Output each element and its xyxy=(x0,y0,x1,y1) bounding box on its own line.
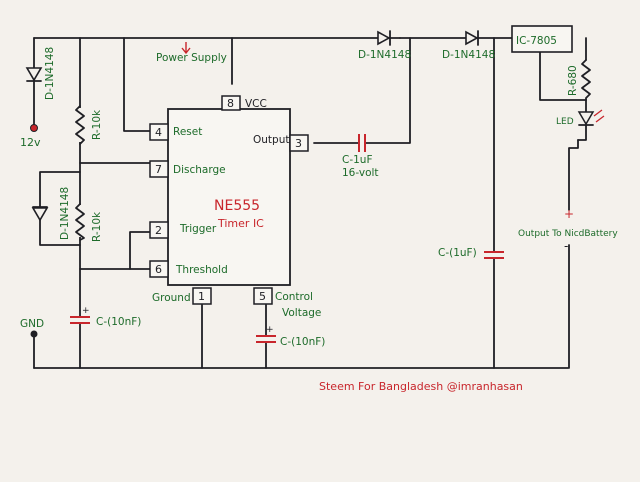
cap-out-label: C-(1uF) xyxy=(438,247,477,259)
cap-out-icon xyxy=(484,251,504,259)
cap-control-plus: + xyxy=(266,325,274,335)
output-label: Output xyxy=(253,134,289,146)
diode-mid-icon xyxy=(31,207,49,222)
led-output-wire xyxy=(568,139,579,211)
ne555-ic: NE555 Timer IC xyxy=(167,108,291,286)
led-icon xyxy=(577,111,595,126)
regulator-body xyxy=(511,25,573,53)
reset-wire xyxy=(123,37,151,132)
pin-6-number: 6 xyxy=(155,263,162,276)
ic-subtitle: Timer IC xyxy=(217,217,264,230)
cap-control: + C-(10nF) xyxy=(256,325,325,348)
pin-1: 1 Ground xyxy=(152,287,212,305)
regulator: IC-7805 xyxy=(511,25,573,53)
resistor-mid: R-10k xyxy=(75,203,103,242)
output-wire xyxy=(313,37,411,144)
ic-name: NE555 xyxy=(214,198,260,214)
diode-top-2-icon xyxy=(465,30,479,46)
pin-6: 6 Threshold xyxy=(149,260,228,278)
reset-label: Reset xyxy=(173,126,202,138)
resistor-led-icon xyxy=(581,59,591,101)
power-arrow-icon xyxy=(181,42,191,55)
pin-2-number: 2 xyxy=(155,224,162,237)
pin-2: 2 Trigger xyxy=(149,221,217,239)
ic-body xyxy=(167,108,291,286)
control-label: Control xyxy=(275,291,313,303)
output-plus-label: + xyxy=(564,207,574,221)
cap-timing: + C-(10nF) xyxy=(70,306,141,328)
output-note-label: Output To NicdBattery xyxy=(518,229,618,239)
diode-top-2-label: D-1N4148 xyxy=(442,49,495,61)
diode-left-label: D-1N4148 xyxy=(44,47,56,100)
discharge-label: Discharge xyxy=(173,164,226,176)
gnd-terminal-icon xyxy=(30,330,38,338)
cap-pump-label: C-1uF xyxy=(342,154,373,166)
diode-top-1-icon xyxy=(377,30,391,46)
cap-timing-label: C-(10nF) xyxy=(96,316,141,328)
resistor-led-label: R-680 xyxy=(567,65,579,96)
resistor-top-icon xyxy=(75,105,85,145)
vcc-label: VCC xyxy=(245,98,267,110)
ground-label: Ground xyxy=(152,292,191,304)
pin-1-number: 1 xyxy=(198,290,205,303)
led: LED xyxy=(556,99,605,141)
output-minus-label: - xyxy=(564,239,568,253)
cap-control-label: C-(10nF) xyxy=(280,336,325,348)
gnd-terminal: GND xyxy=(20,318,44,338)
diode-top-1-label: D-1N4148 xyxy=(358,49,411,61)
regulator-led-wire xyxy=(539,51,587,101)
pin-4: 4 Reset xyxy=(149,123,202,141)
pin-7: 7 Discharge xyxy=(149,160,226,178)
diode-left-icon xyxy=(25,67,43,82)
pin-4-number: 4 xyxy=(155,126,162,139)
pin-5: 5 Control Voltage xyxy=(253,287,321,319)
diode-top-1: D-1N4148 xyxy=(358,30,411,61)
cap-out: C-(1uF) xyxy=(438,247,504,259)
pin-3: 3 Output xyxy=(253,134,309,152)
regulator-label: IC-7805 xyxy=(516,35,557,47)
cap-control-icon xyxy=(256,335,276,343)
gnd-label: GND xyxy=(20,318,44,330)
credit-text: Steem For Bangladesh @imranhasan xyxy=(319,380,523,393)
resistor-top: R-10k xyxy=(75,105,103,145)
cap-timing-plus: + xyxy=(82,306,90,316)
cap-pump: C-1uF 16-volt xyxy=(342,134,379,179)
pin-8: 8 VCC xyxy=(221,95,267,111)
resistor-led: R-680 xyxy=(567,59,591,101)
led-label: LED xyxy=(556,117,574,127)
led-light-icon xyxy=(593,109,605,123)
supply-12v-label: 12v xyxy=(20,136,41,149)
cap-pump-voltage-label: 16-volt xyxy=(342,167,379,179)
pin-5-number: 5 xyxy=(259,290,266,303)
battery-output: + - Output To NicdBattery xyxy=(518,207,618,253)
pin-8-number: 8 xyxy=(227,97,234,110)
resistor-top-label: R-10k xyxy=(91,109,103,140)
resistor-mid-icon xyxy=(75,203,85,241)
threshold-label: Threshold xyxy=(175,264,228,276)
supply-terminal-icon xyxy=(30,124,38,132)
trigger-wire xyxy=(129,231,151,270)
diode-top-2: D-1N4148 xyxy=(442,30,495,61)
voltage-label: Voltage xyxy=(282,307,321,319)
diode-left: D-1N4148 12v xyxy=(20,47,56,149)
diode-mid: D-1N4148 xyxy=(31,187,71,240)
diode-mid-label: D-1N4148 xyxy=(59,187,71,240)
pin-3-number: 3 xyxy=(295,137,302,150)
power-supply-annotation: Power Supply xyxy=(156,42,227,64)
trigger-label: Trigger xyxy=(179,223,217,235)
power-supply-label: Power Supply xyxy=(156,52,227,64)
cap-timing-icon xyxy=(70,316,90,324)
pin-7-number: 7 xyxy=(155,163,162,176)
cap-pump-icon xyxy=(358,134,366,152)
resistor-mid-label: R-10k xyxy=(91,211,103,242)
